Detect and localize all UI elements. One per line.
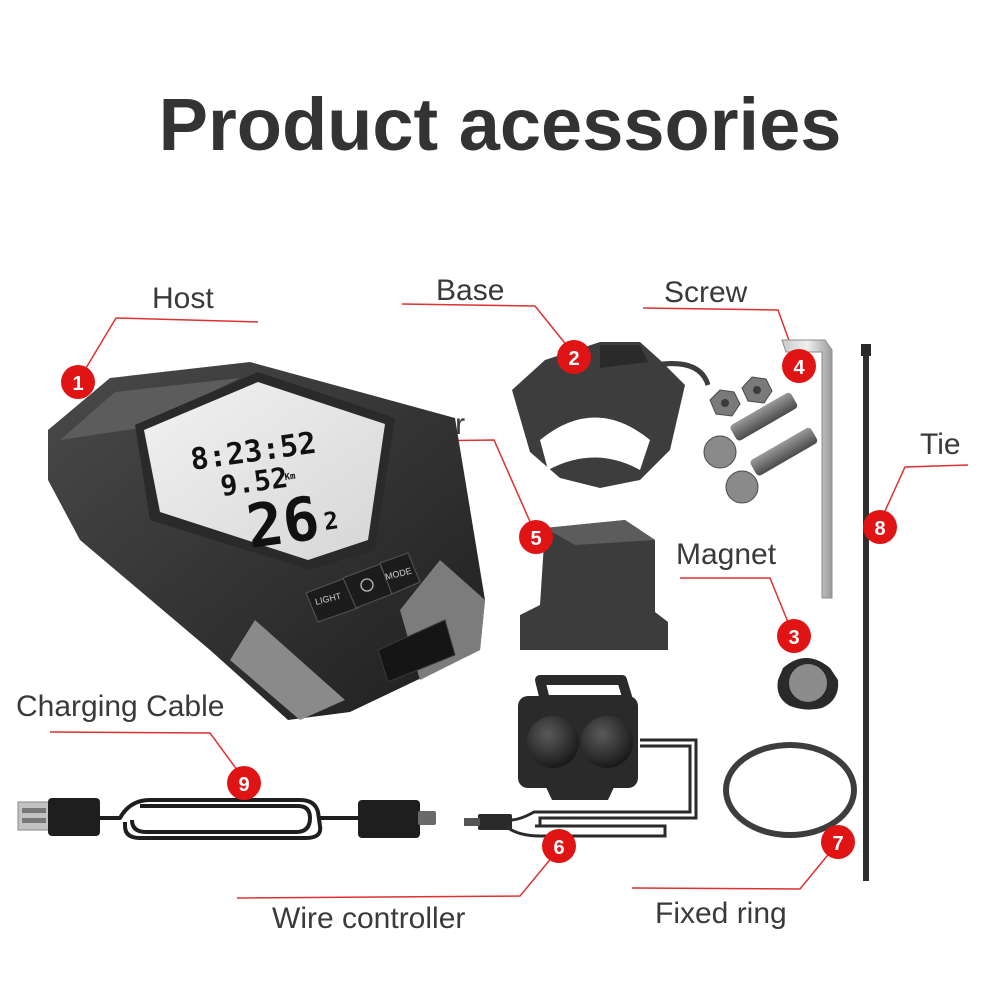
svg-text:1: 1 [72, 373, 83, 395]
mode-button [379, 552, 421, 595]
light-button [305, 577, 359, 623]
screws [703, 376, 818, 504]
svg-text:6: 6 [553, 837, 564, 859]
label-base: Base [436, 274, 505, 307]
badge-1: 1 [61, 365, 95, 399]
badge-2: 2 [557, 340, 591, 374]
leader-line-ring [631, 844, 837, 890]
magnet [777, 658, 839, 710]
lcd-speed-decimal: 2 [322, 506, 340, 536]
lcd-speed: 26 [242, 483, 323, 562]
svg-text:5: 5 [530, 528, 541, 550]
badge-8: 8 [863, 510, 897, 544]
badge-9: 9 [227, 766, 261, 800]
leader-line-screw [642, 307, 797, 361]
fixed-ring [723, 742, 857, 838]
leader-line-magnet [680, 577, 793, 633]
badges: 1 2 4 5 8 3 9 6 [61, 340, 897, 863]
label-charging-cable: Charging Cable [16, 690, 225, 723]
host-device: 8:23:52 9.52 Km 26 2 LIGHT MODE [48, 362, 485, 720]
badge-7: 7 [821, 825, 855, 859]
leader-line-host [79, 317, 259, 379]
svg-text:7: 7 [832, 833, 843, 855]
svg-text:2: 2 [568, 348, 579, 370]
bolt-head-2 [725, 470, 759, 504]
leader-line-tie [879, 464, 969, 523]
page-title: Product acessories [158, 83, 842, 166]
power-icon [360, 578, 374, 592]
leader-line-base [401, 303, 573, 353]
label-fixed-ring: Fixed ring [655, 897, 787, 930]
wire-controller [464, 675, 698, 838]
sensor [520, 520, 668, 650]
svg-text:8: 8 [874, 518, 885, 540]
badge-3: 3 [777, 619, 811, 653]
label-magnet: Magnet [676, 538, 777, 571]
bolt-head-1 [703, 435, 737, 469]
lcd-unit: Km [284, 471, 297, 482]
base-mount [512, 342, 711, 488]
label-tie: Tie [920, 428, 961, 461]
usb-a-plug [48, 798, 100, 836]
usb-c-plug [358, 800, 420, 838]
badge-4: 4 [782, 349, 816, 383]
charging-cable [17, 798, 436, 840]
leader-lines [49, 303, 969, 899]
badge-5: 5 [519, 520, 553, 554]
svg-text:9: 9 [238, 774, 249, 796]
svg-text:3: 3 [788, 627, 799, 649]
label-wire-controller: Wire controller [272, 902, 466, 935]
leader-line-wire [236, 849, 559, 899]
label-host: Host [152, 282, 214, 315]
badge-6: 6 [542, 829, 576, 863]
cable-tie [861, 344, 871, 881]
label-screw: Screw [664, 276, 748, 309]
leader-line-charging [49, 731, 244, 779]
svg-text:4: 4 [793, 357, 805, 379]
